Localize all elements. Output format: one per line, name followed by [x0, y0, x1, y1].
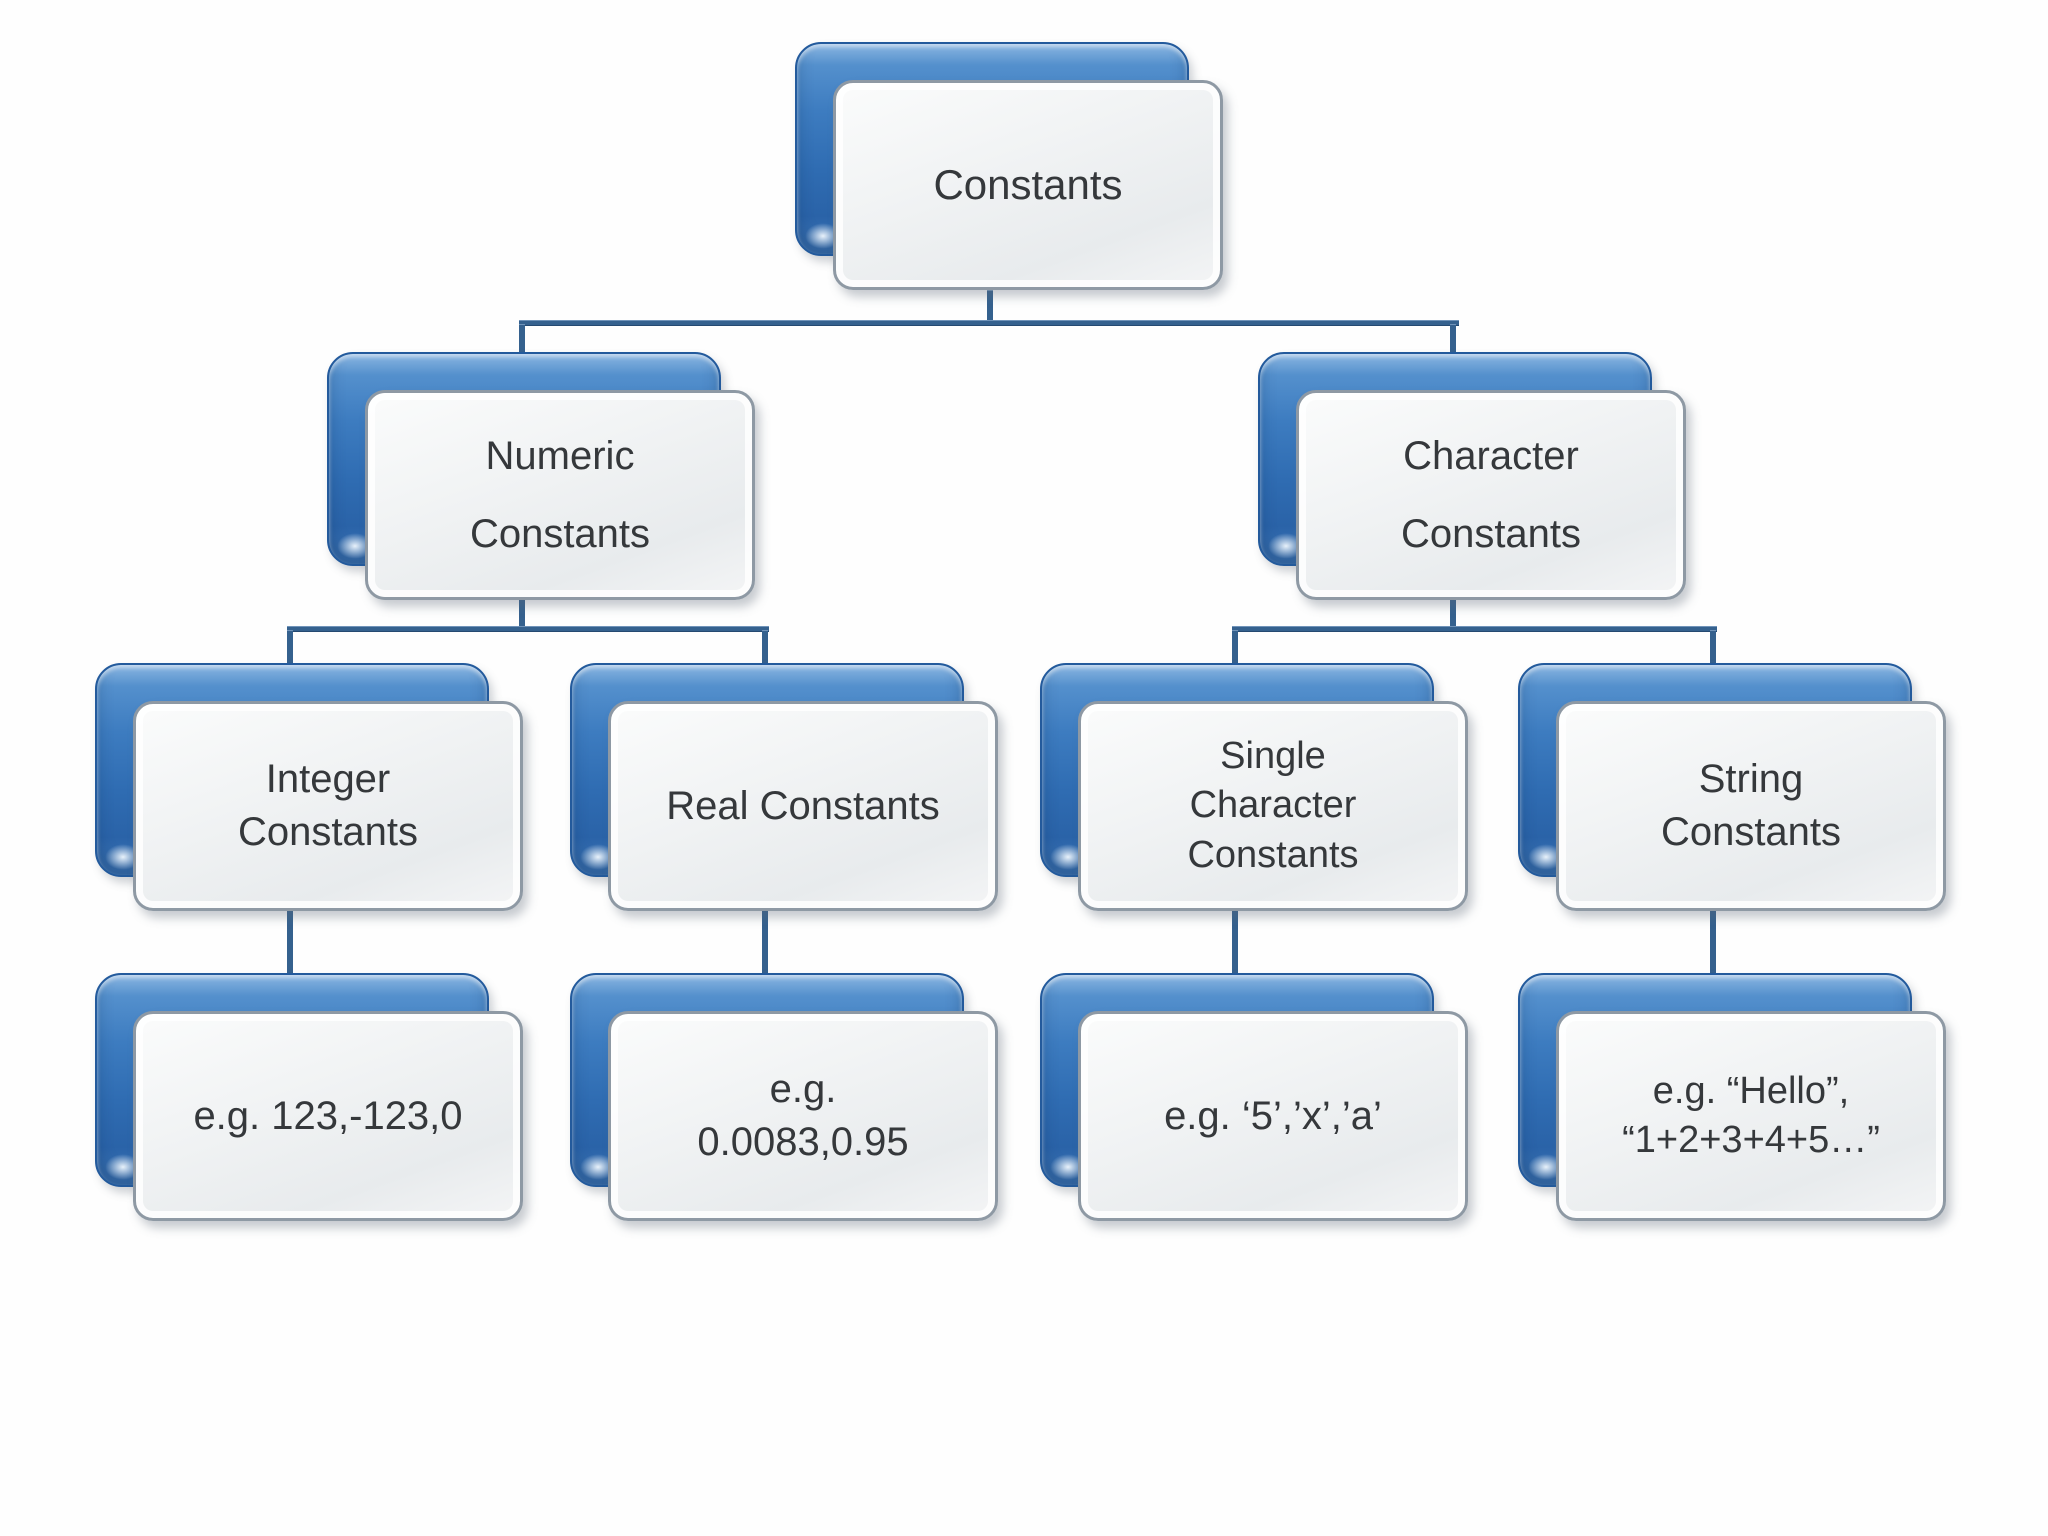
connector-constants-drop: [987, 290, 993, 326]
real-label: Real Constants: [666, 783, 940, 828]
string-example-front-card: e.g. “Hello”, “1+2+3+4+5…”: [1556, 1011, 1946, 1221]
connector-string-example-drop: [1710, 902, 1716, 980]
node-real-constants: Real Constants: [570, 663, 998, 911]
connector-integer-example-drop: [287, 902, 293, 980]
node-string-example: e.g. “Hello”, “1+2+3+4+5…”: [1518, 973, 1946, 1221]
numeric-label: Numeric Constants: [469, 434, 651, 556]
real-front-card: Real Constants: [608, 701, 998, 911]
string-example-label: e.g. “Hello”, “1+2+3+4+5…”: [1622, 1069, 1880, 1161]
node-single-character-example: e.g. ‘5’,’x’,’a’: [1040, 973, 1468, 1221]
connector-real-in: [762, 630, 768, 668]
integer-example-front-card: e.g. 123,-123,0: [133, 1011, 523, 1221]
integer-example-label: e.g. 123,-123,0: [193, 1093, 463, 1138]
connector-single-char-example-drop: [1232, 902, 1238, 980]
connector-integer-in: [287, 630, 293, 668]
node-constants: Constants: [795, 42, 1223, 290]
integer-label: Integer Constants: [237, 757, 419, 854]
node-string-constants: String Constants: [1518, 663, 1946, 911]
node-numeric-constants: Numeric Constants: [327, 352, 755, 600]
real-example-front-card: e.g. 0.0083,0.95: [608, 1011, 998, 1221]
single-char-example-label: e.g. ‘5’,’x’,’a’: [1164, 1093, 1382, 1138]
connector-level1-bus: [519, 320, 1459, 326]
single-char-label: Single Character Constants: [1187, 734, 1359, 876]
string-front-card: String Constants: [1556, 701, 1946, 911]
single-char-front-card: Single Character Constants: [1078, 701, 1468, 911]
connector-numeric-in: [519, 324, 525, 360]
character-label: Character Constants: [1400, 434, 1582, 556]
string-label: String Constants: [1660, 757, 1842, 854]
single-char-example-front-card: e.g. ‘5’,’x’,’a’: [1078, 1011, 1468, 1221]
connector-single-char-in: [1232, 630, 1238, 668]
connector-real-example-drop: [762, 902, 768, 980]
connector-numeric-drop: [519, 596, 525, 630]
real-example-label: e.g. 0.0083,0.95: [697, 1067, 909, 1164]
character-front-card: Character Constants: [1296, 390, 1686, 600]
integer-front-card: Integer Constants: [133, 701, 523, 911]
constants-front-card: Constants: [833, 80, 1223, 290]
node-integer-constants: Integer Constants: [95, 663, 523, 911]
connector-character-drop: [1450, 596, 1456, 630]
numeric-front-card: Numeric Constants: [365, 390, 755, 600]
node-integer-example: e.g. 123,-123,0: [95, 973, 523, 1221]
constants-label: Constants: [933, 161, 1123, 209]
node-single-character-constants: Single Character Constants: [1040, 663, 1468, 911]
connector-string-in: [1710, 630, 1716, 668]
connector-numeric-bus: [287, 626, 769, 632]
connector-character-in: [1450, 324, 1456, 360]
node-character-constants: Character Constants: [1258, 352, 1686, 600]
connector-character-bus: [1232, 626, 1717, 632]
node-real-example: e.g. 0.0083,0.95: [570, 973, 998, 1221]
